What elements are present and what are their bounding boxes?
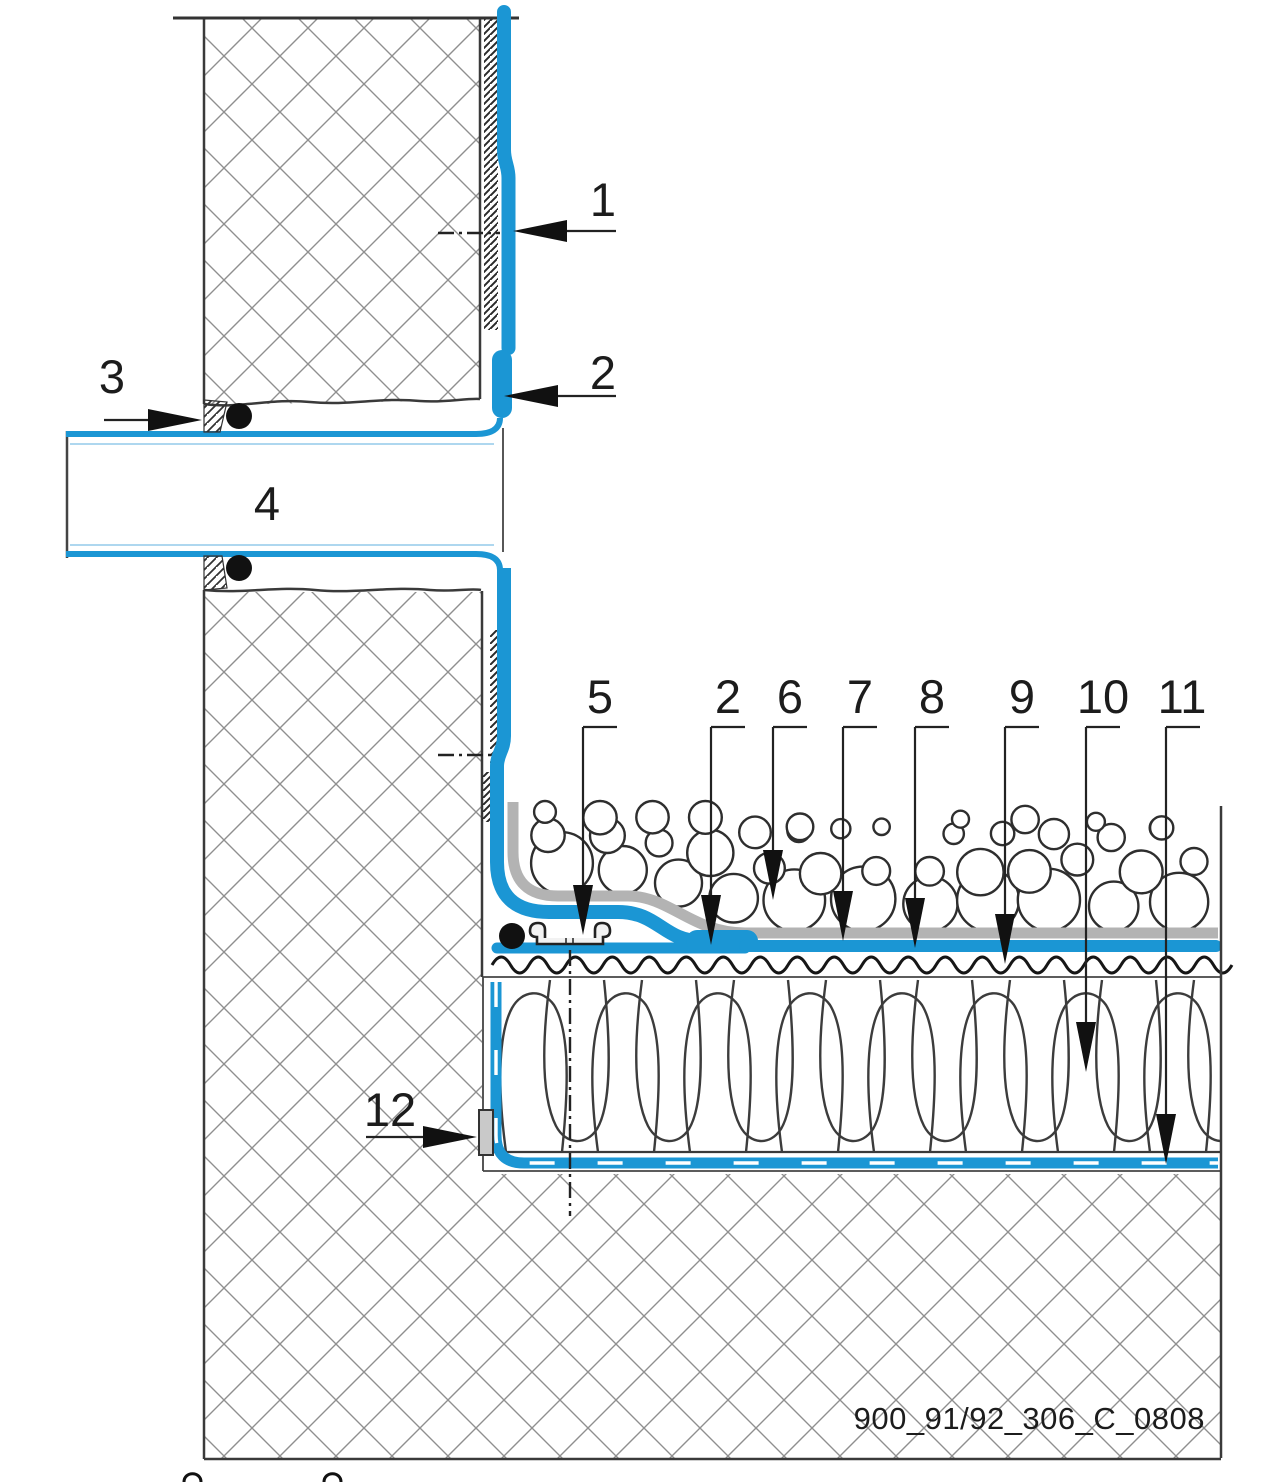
callout-11-label: 11 (1158, 670, 1207, 723)
callout-3-label: 3 (99, 350, 125, 403)
sealant-wedge-bottom (203, 555, 228, 591)
drawing-reference-code: 900_91/92_306_C_0808 (854, 1401, 1205, 1436)
backer-rod-bottom (226, 555, 252, 581)
rail-notch (483, 330, 499, 346)
lower-wall-top-edge (203, 587, 482, 593)
callout-10-label: 10 (1077, 670, 1129, 723)
roof-membrane (490, 568, 1222, 954)
callout-2-upper-label: 2 (590, 346, 616, 399)
joint-seals (203, 399, 252, 591)
callout-9-label: 9 (1009, 670, 1035, 723)
fixing-strip (478, 1109, 494, 1156)
callout-4-label: 4 (254, 477, 280, 530)
callout-2-roof-label: 2 (715, 670, 741, 723)
insulation-box (482, 976, 1220, 1172)
upper-wall-bottom-edge (203, 397, 481, 407)
sealant-wedge-top (203, 399, 228, 433)
callout-1-label: 1 (590, 173, 616, 226)
clamping-profile (499, 921, 612, 949)
sealing-rod (499, 923, 525, 949)
upper-wall-concrete (173, 16, 519, 407)
joint-band-top-membrane (66, 417, 503, 437)
joint-band (65, 417, 504, 571)
joint-band-bottom-membrane (66, 551, 503, 571)
lower-fixing-rail (490, 630, 499, 778)
separation-layer (490, 955, 1234, 975)
callout-7-label: 7 (847, 670, 873, 723)
cropped-glyphs (182, 1472, 343, 1482)
callout-leaders (104, 220, 1200, 1164)
vapor-barrier (490, 982, 1218, 1169)
callout-6-label: 6 (777, 670, 803, 723)
callout-12-label: 12 (364, 1083, 416, 1136)
thermal-insulation (499, 979, 1220, 1153)
upper-membrane (492, 5, 516, 418)
callout-5-label: 5 (587, 670, 613, 723)
centerlines (438, 231, 572, 1216)
callout-8-label: 8 (919, 670, 945, 723)
upper-fixing-rail (484, 19, 498, 341)
backer-rod-top (226, 403, 252, 429)
